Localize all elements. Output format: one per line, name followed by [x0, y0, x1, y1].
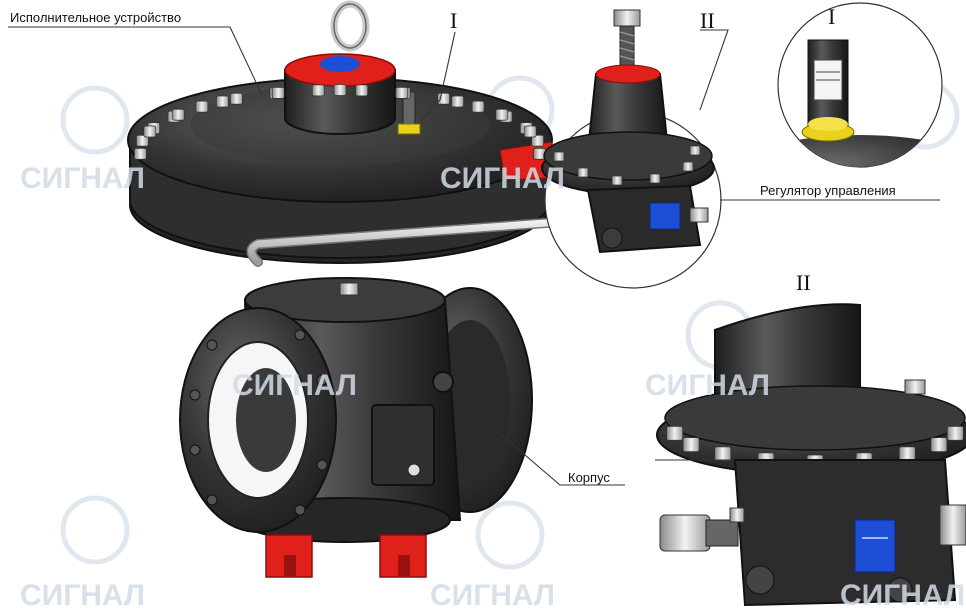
- valve-body: [179, 277, 533, 578]
- bolt-icon: [333, 84, 347, 96]
- bolt-icon: [135, 134, 149, 147]
- bolt-icon: [229, 92, 243, 105]
- detail-mark-two-main: II: [700, 8, 715, 33]
- watermark-text: СИГНАЛ: [645, 369, 770, 402]
- bolt-icon: [946, 425, 964, 441]
- detail-inset-two: [656, 303, 966, 607]
- bolt-icon: [355, 84, 369, 97]
- bolt-icon: [271, 87, 285, 99]
- bolt-icon: [682, 437, 700, 453]
- leader-lines: [8, 26, 940, 486]
- bolt-icon: [666, 425, 684, 441]
- bolt-icon: [395, 87, 409, 99]
- bolt-icon: [714, 446, 732, 462]
- watermark-text: СИГНАЛ: [430, 579, 555, 612]
- bolt-icon: [531, 134, 544, 147]
- bolt-icon: [495, 108, 509, 121]
- bolt-icon: [471, 100, 485, 113]
- actuator: [127, 0, 553, 264]
- label-body: Корпус: [568, 470, 610, 485]
- detail-mark-two-inset: II: [796, 270, 811, 295]
- actuator-bolts: [133, 84, 546, 160]
- watermark-text: СИГНАЛ: [232, 369, 357, 402]
- bolt-icon: [143, 125, 157, 138]
- bolt-icon: [451, 95, 465, 108]
- bolt-icon: [133, 147, 147, 160]
- bolt-icon: [898, 446, 916, 462]
- bolt-icon: [195, 100, 209, 113]
- label-actuator: Исполнительное устройство: [10, 10, 181, 25]
- watermark-text: СИГНАЛ: [440, 162, 565, 195]
- control-pipe: [246, 215, 605, 296]
- pilot-regulator: [541, 9, 722, 289]
- watermark-texts: СИГНАЛ СИГНАЛ СИГНАЛ СИГНАЛ СИГНАЛ СИГНА…: [20, 162, 965, 612]
- bolt-icon: [171, 108, 185, 121]
- label-pilot: Регулятор управления: [760, 183, 896, 198]
- detail-mark-one-main: I: [450, 8, 457, 33]
- watermark-text: СИГНАЛ: [840, 579, 965, 612]
- bolt-icon: [215, 95, 229, 108]
- watermark-text: СИГНАЛ: [20, 162, 145, 195]
- bolt-icon: [437, 92, 451, 105]
- bolt-icon: [523, 125, 537, 138]
- detail-mark-one-inset: I: [828, 4, 835, 29]
- watermark-text: СИГНАЛ: [20, 579, 145, 612]
- bolt-icon: [311, 84, 325, 97]
- bolt-icon: [930, 437, 948, 453]
